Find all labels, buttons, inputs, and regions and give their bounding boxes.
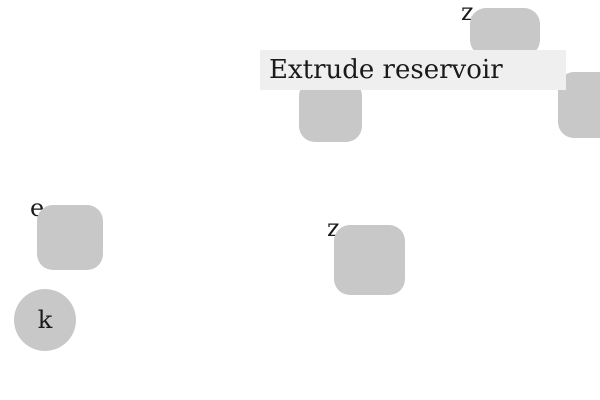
circle-node[interactable]: k — [14, 289, 76, 351]
canvas-tile[interactable] — [37, 205, 103, 270]
canvas-tile[interactable] — [334, 225, 405, 295]
canvas-tile[interactable] — [299, 80, 362, 142]
circle-label: k — [37, 306, 53, 334]
canvas-tile[interactable] — [470, 8, 540, 56]
tooltip: Extrude reservoir — [260, 50, 566, 90]
